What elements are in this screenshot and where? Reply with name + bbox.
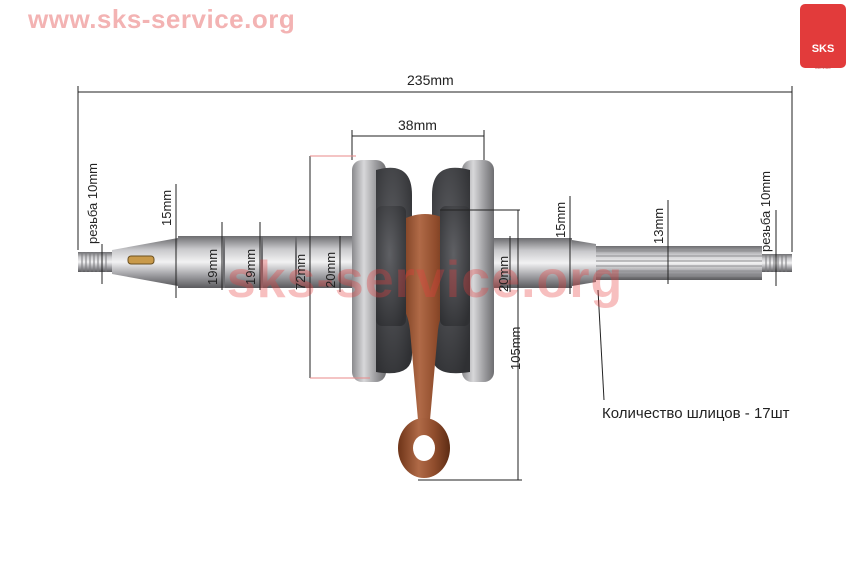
dimension-web-gap: 38mm (398, 117, 437, 133)
woodruff-key (127, 255, 155, 265)
right-shaft (494, 238, 792, 288)
connecting-rod (398, 214, 452, 478)
watermark-center: sks-service.org (226, 251, 624, 309)
brand-logo-text: SKS (811, 43, 835, 55)
dimension-web-diameter: 72mm (293, 253, 308, 290)
brand-logo-subtext: service (815, 65, 831, 71)
marker-lines (310, 155, 370, 379)
spline-section (596, 246, 762, 280)
left-thread-grooves (81, 252, 107, 272)
inner-webs (376, 206, 470, 326)
watermark-url: www.sks-service.org (28, 4, 296, 34)
dimension-right-shaft-15: 15mm (553, 201, 568, 238)
spline-grooves (596, 250, 762, 277)
small-end-bore (413, 435, 435, 461)
dimension-left-shaft-15: 15mm (159, 189, 174, 226)
left-journal (178, 236, 358, 288)
dimension-left-bearing-a: 19mm (205, 248, 220, 285)
brand-logo (800, 4, 846, 68)
dimension-left-thread: резьба 10mm (85, 162, 100, 244)
reference-lines (418, 209, 522, 481)
dimension-left-seat: 20mm (323, 251, 338, 288)
rod-body (398, 214, 452, 420)
left-shaft (78, 236, 358, 288)
dimension-rod-length: 105mm (508, 326, 523, 370)
spline-count-note: Количество шлицов - 17шт (602, 405, 790, 422)
dimension-right-thread: резьба 10mm (758, 170, 773, 252)
inner-right-weight (440, 206, 470, 326)
dimension-total-length: 235mm (407, 72, 454, 88)
dimension-left-bearing-b: 19mm (243, 248, 258, 285)
dimension-lines (77, 86, 793, 480)
dimension-right-seat: 20mm (496, 255, 511, 292)
right-journal (494, 238, 572, 288)
dimension-right-shaft-13: 13mm (651, 207, 666, 244)
inner-left-weight (376, 206, 406, 326)
